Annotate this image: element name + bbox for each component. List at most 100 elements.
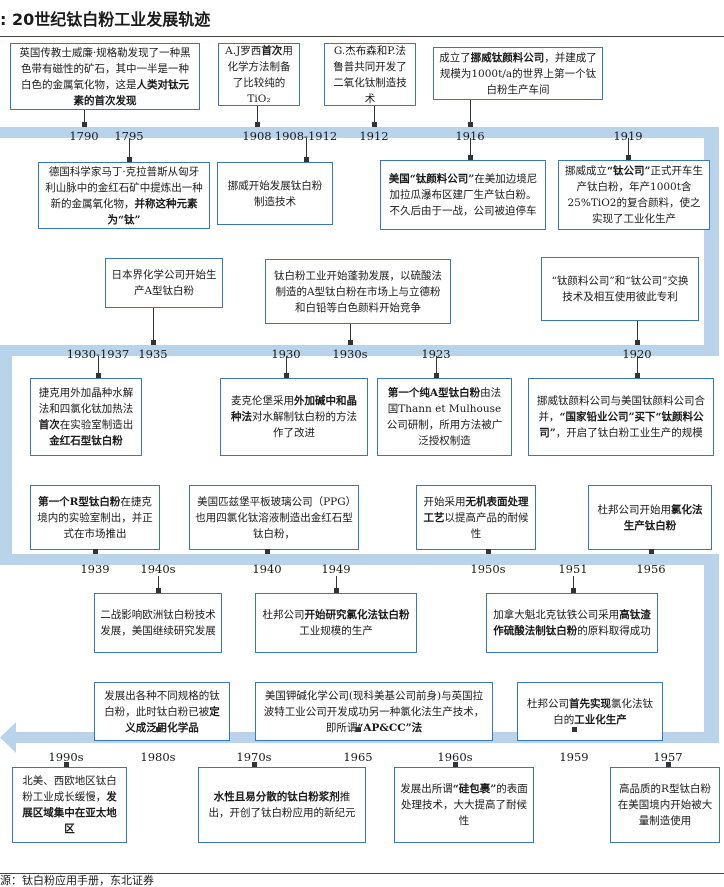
- event-text-bold: “国家铅业公司”买下“钛颜料公司”: [539, 411, 704, 439]
- year-label: 1923: [421, 347, 451, 361]
- event-text: 麦克伦堡采用外加碱中和晶种法对水解制钛白粉的方法作了改进: [226, 393, 362, 441]
- year-label: 1930: [271, 347, 301, 361]
- event-text-bold: 首次: [261, 44, 283, 57]
- connector-line: [306, 138, 307, 162]
- event-box-1923: 第一个纯A型钛白粉由法国Thann et Mulhouse公司研制，所用方法被广…: [377, 378, 512, 456]
- event-text-bold: 工业化生产: [574, 713, 627, 726]
- event-text-span: 麦克伦堡采用: [231, 395, 294, 407]
- connector-line: [158, 576, 159, 593]
- event-box-1951: 加拿大魁北克钛铁公司采用高钛渣作硫酸法制钛白粉的原料取得成功: [486, 593, 658, 653]
- connector-dot: [127, 157, 132, 162]
- event-text-span: 发展出所谓: [400, 783, 453, 795]
- event-text: 英国传教士威廉·规格勒发现了一种黑色带有磁性的矿石，其中一半是一种白色的金属氧化…: [16, 45, 194, 109]
- connector-line: [98, 356, 99, 378]
- event-text-span: 杜邦公司开始用: [597, 503, 672, 516]
- year-label: 1790: [69, 129, 99, 143]
- event-text-span: 加拿大魁北克钛铁公司采用: [493, 609, 620, 621]
- event-text-bold: “硅包裹”: [452, 783, 497, 795]
- year-label: 1940s: [140, 562, 176, 576]
- event-box-1935: 日本界化学公司开始生产A型钛白粉: [105, 258, 223, 308]
- event-box-1980s: 发展出各种不同规格的钛白粉，此时钛白粉已被定义成泛用化学品: [94, 682, 230, 741]
- year-label: 1920: [622, 347, 652, 361]
- event-text-span: 二战影响欧洲钛白粉技术发展，美国继续研究发展: [100, 609, 216, 637]
- event-text-span: 日本界化学公司开始生产A型钛白粉: [111, 269, 217, 297]
- event-box-1930: 麦克伦堡采用外加碱中和晶种法对水解制钛白粉的方法作了改进: [220, 378, 368, 456]
- connector-dot: [255, 122, 260, 127]
- event-text-span: 正式开车生产钛白粉，年产1000t含25%TiO2的复合颜料，使之实现了工业化生…: [567, 165, 704, 225]
- event-box-1795: 德国科学家马丁·克拉普斯从匈牙利山脉中的金红石矿中提炼出一种新的金属氧化物，并称…: [38, 162, 210, 229]
- year-label: 1949: [321, 562, 351, 576]
- event-text: 杜邦公司开始用氯化法生产钛白粉: [594, 502, 706, 534]
- event-text: 杜邦公司首先实现氯化法钛白的工业化生产: [523, 696, 657, 728]
- event-text-span: 工业规模的生产: [299, 625, 373, 637]
- event-text-span: 挪威钛颜料公司与美国钛颜料公司合并，: [537, 395, 705, 423]
- event-box-1990s: 北美、西欧地区钛白粉工业成长缓慢，发展区域集中在亚太地区: [12, 767, 127, 843]
- row1-band: [0, 127, 710, 138]
- event-text-bold: 定义成泛用化学品: [125, 705, 220, 734]
- event-text: G.杰布森和P.法鲁普共同开发了二氧化钛制造技术: [330, 43, 410, 107]
- source-note: 源：钛白粉应用手册，东北证券: [0, 874, 154, 887]
- event-text: 捷克用外加晶种水解法和四氯化钛加热法首次在实验室制造出金红石型钛白粉: [36, 385, 136, 449]
- connector-line: [286, 356, 287, 378]
- event-text-span: 钛白粉工业开始蓬勃发展，以硫酸法制造的A型钛白粉在市场上与立德粉和白铅等白色颜料…: [274, 269, 442, 314]
- connector-dot: [666, 762, 671, 767]
- event-box-1940s: 二战影响欧洲钛白粉技术发展，美国继续研究发展: [94, 593, 222, 653]
- connector-line: [350, 324, 351, 345]
- connector-dot: [156, 727, 161, 732]
- connector-dot: [93, 549, 98, 554]
- connector-line: [470, 138, 471, 160]
- event-text: 挪威成立“钛公司”正式开车生产钛白粉，年产1000t含25%TiO2的复合颜料，…: [564, 163, 704, 227]
- event-text-bold: 首次: [38, 419, 60, 431]
- connector-dot: [486, 549, 491, 554]
- event-box-1959: 杜邦公司首先实现氯化法钛白的工业化生产: [517, 682, 663, 741]
- event-text-span: 开始采用: [423, 495, 466, 508]
- event-text-bold: 人类对钛元素的首次发现: [73, 78, 190, 107]
- event-box-1930s: 钛白粉工业开始蓬勃发展，以硫酸法制造的A型钛白粉在市场上与立德粉和白铅等白色颜料…: [265, 259, 451, 324]
- event-text-bold: 水性且易分散的钛白粉浆剂: [213, 791, 340, 803]
- year-label: 1959: [559, 750, 589, 764]
- event-text: 第一个纯A型钛白粉由法国Thann et Mulhouse公司研制，所用方法被广…: [383, 385, 506, 449]
- event-text-span: 的原料取得成功: [577, 625, 651, 637]
- event-text: 开始采用无机表面处理工艺以提高产品的耐候性: [422, 494, 530, 542]
- event-text-span: “钛颜料公司”和“钛公司”交换技术及相互使用彼此专利: [551, 275, 689, 303]
- event-text: 杜邦公司开始研究氯化法钛白粉工业规模的生产: [261, 607, 411, 639]
- connector-dot: [468, 155, 473, 160]
- year-label: 1908: [242, 129, 272, 143]
- connector-line: [637, 321, 638, 345]
- event-box-1790: 英国传教士威廉·规格勒发现了一种黑色带有磁性的矿石，其中一半是一种白色的金属氧化…: [10, 43, 200, 110]
- event-box-1912: G.杰布森和P.法鲁普共同开发了二氧化钛制造技术: [324, 43, 416, 106]
- event-box-1956: 杜邦公司开始用氯化法生产钛白粉: [588, 485, 712, 550]
- year-label: 1970s: [236, 750, 272, 764]
- connector-dot: [372, 122, 377, 127]
- top-rule: [0, 36, 724, 37]
- event-text: “钛颜料公司”和“钛公司”交换技术及相互使用彼此专利: [547, 273, 693, 305]
- event-text-bold: 氯化法生产钛白粉: [623, 503, 703, 532]
- event-text: 成立了挪威钛颜料公司，并建成了规模为1000t/a的世界上第一个钛白粉生产车间: [439, 50, 597, 98]
- event-text: 高品质的R型钛白粉在美国境内开始被大量制造使用: [616, 781, 714, 829]
- year-label: 1951: [558, 562, 588, 576]
- event-box-1970s: 水性且易分散的钛白粉浆剂推出，开创了钛白粉应用的新纪元: [198, 767, 366, 843]
- year-label: 1930-1937: [66, 347, 130, 361]
- connector-dot: [434, 373, 439, 378]
- year-label: 1960s: [437, 750, 473, 764]
- event-box-1950s: 开始采用无机表面处理工艺以提高产品的耐候性: [416, 485, 536, 550]
- connector-dot: [649, 549, 654, 554]
- event-box-1965: 美国钾碱化学公司(现科美基公司前身)与英国拉波特工业公司开发成功另一种氯化法生产…: [255, 682, 493, 741]
- event-text-span: 由法国Thann et Mulhouse公司研制，所用方法被广泛授权制造: [386, 387, 503, 447]
- event-text: 发展出各种不同规格的钛白粉，此时钛白粉已被定义成泛用化学品: [100, 688, 224, 736]
- event-box-1916: 美国“钛颜料公司”在美加边境尼加拉瓜瀑布区建厂生产钛白粉。不久后由于一战，公司被…: [380, 160, 546, 230]
- event-text-bold: 美国“钛颜料公司”: [388, 173, 475, 185]
- event-text-span: 捷克用外加晶种水解法和四氯化钛加热法: [38, 387, 134, 415]
- event-text: 第一个R型钛白粉在捷克境内的实验室制出，并正式在市场推出: [36, 494, 154, 542]
- event-text-span: 在实验室制造出: [59, 419, 134, 431]
- year-label: 1908-1912: [274, 129, 338, 143]
- event-text-span: 发展出各种不同规格的钛白粉，此时钛白粉已被: [104, 689, 220, 718]
- event-text-span: 推出，开创了钛白粉应用的新纪元: [208, 791, 356, 819]
- connector-dot: [304, 157, 309, 162]
- event-text-bold: 发展区域集中在亚太地区: [22, 791, 117, 835]
- event-text-span: 美国钾碱化学公司(现科美基公司前身)与英国拉波特工业公司开发成功另一种氯化法生产…: [263, 689, 485, 734]
- event-text-bold: 高钛渣作硫酸法制钛白粉: [493, 609, 651, 637]
- event-text: 德国科学家马丁·克拉普斯从匈牙利山脉中的金红石矿中提炼出一种新的金属氧化物，并称…: [44, 164, 204, 228]
- event-box-1957: 高品质的R型钛白粉在美国境内开始被大量制造使用: [610, 767, 720, 843]
- year-label: 1965: [343, 750, 373, 764]
